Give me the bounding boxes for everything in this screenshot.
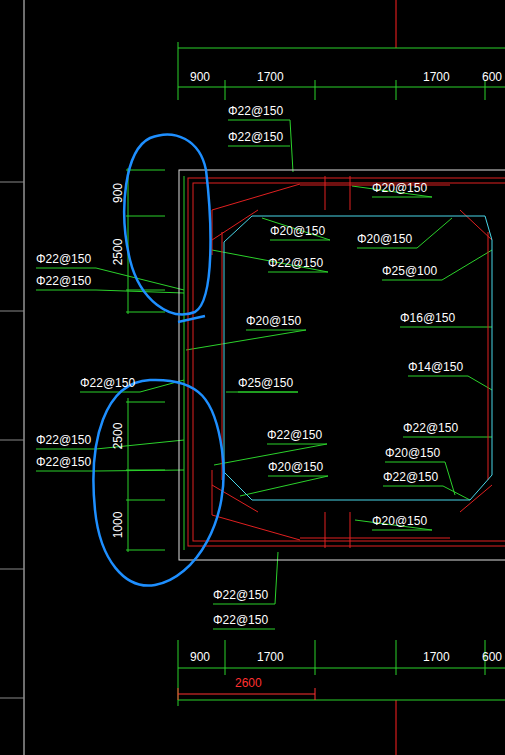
rebar-callout: Φ20@150 (246, 314, 301, 328)
rebar-callout: Φ22@150 (213, 588, 268, 602)
rebar-callout: Φ22@150 (36, 252, 91, 266)
rebar-callout: Φ20@150 (270, 224, 325, 238)
rebar-callout: Φ22@150 (267, 428, 322, 442)
dimension-text: 900 (111, 183, 125, 203)
dimension-text: 900 (190, 650, 210, 664)
rebar-callout: Φ22@150 (80, 376, 135, 390)
dimension-text: 600 (482, 650, 502, 664)
rebar-callout: Φ14@150 (408, 360, 463, 374)
dimension-text: 2600 (235, 676, 262, 690)
dimension-text: 900 (190, 70, 210, 84)
rebar-callout: Φ22@150 (228, 104, 283, 118)
rebar-callout: Φ20@150 (372, 514, 427, 528)
rebar-callout: Φ20@150 (357, 232, 412, 246)
rebar-callout: Φ22@150 (403, 421, 458, 435)
rebar-callout: Φ22@150 (36, 455, 91, 469)
dimension-text: 600 (482, 70, 502, 84)
rebar-callout: Φ22@150 (268, 256, 323, 270)
rebar-callout: Φ25@100 (382, 264, 437, 278)
rebar-callout: Φ20@150 (372, 181, 427, 195)
dimension-text: 1700 (423, 650, 450, 664)
dimension-text: 1700 (423, 70, 450, 84)
rebar-callout: Φ22@150 (36, 433, 91, 447)
dimension-text: 1700 (257, 70, 284, 84)
dimension-text: 2500 (111, 423, 125, 450)
dimension-text: 2500 (111, 239, 125, 266)
rebar-callout: Φ20@150 (268, 460, 323, 474)
dimension-text: 1700 (257, 650, 284, 664)
rebar-callout: Φ22@150 (213, 613, 268, 627)
rebar-callout: Φ22@150 (36, 274, 91, 288)
rebar-callout: Φ20@150 (385, 446, 440, 460)
rebar-callout: Φ25@150 (238, 376, 293, 390)
rebar-callout: Φ22@150 (383, 470, 438, 484)
rebar-callout: Φ16@150 (400, 311, 455, 325)
rebar-callout: Φ22@150 (228, 130, 283, 144)
dimension-text: 1000 (111, 512, 125, 539)
